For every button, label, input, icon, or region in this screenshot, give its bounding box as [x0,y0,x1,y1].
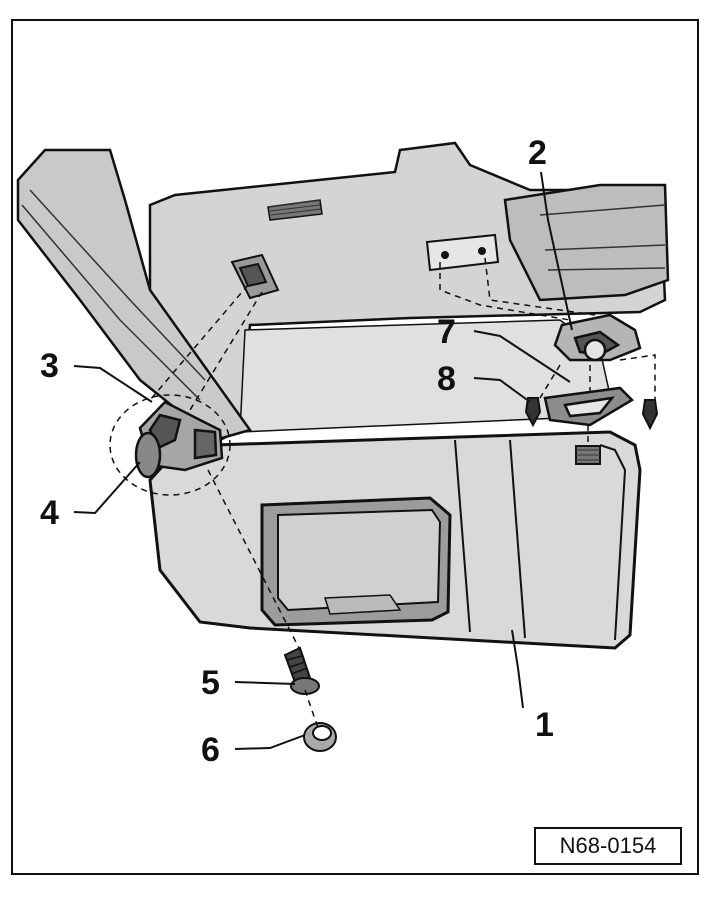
callout-1: 1 [535,706,554,744]
callout-3: 3 [40,347,59,385]
figure-reference: N68-0154 [534,827,682,865]
holder-cover [543,386,635,427]
callout-2: 2 [528,134,547,172]
callout-7: 7 [437,313,456,351]
visor-hinge-bracket [134,400,224,479]
holder-screws [524,397,659,431]
roof-rail [503,183,670,302]
visor-pivot-pin [575,445,601,465]
callout-4: 4 [40,494,59,532]
visor-mounting-screw [283,646,320,695]
assembly-guide-lines [149,257,656,729]
headliner-clip-recess [230,253,280,300]
callout-6: 6 [201,731,220,769]
callout-5: 5 [201,664,220,702]
vanity-mirror [260,496,452,627]
visor-holder [553,313,642,362]
hinge-detail-outline [109,394,231,496]
callout-8: 8 [437,360,456,398]
headliner-mount-plate [425,233,500,272]
screw-cover-cap [303,722,337,752]
a-pillar-trim [16,148,253,442]
diagram-frame [11,19,699,875]
callout-leaders [73,171,573,750]
